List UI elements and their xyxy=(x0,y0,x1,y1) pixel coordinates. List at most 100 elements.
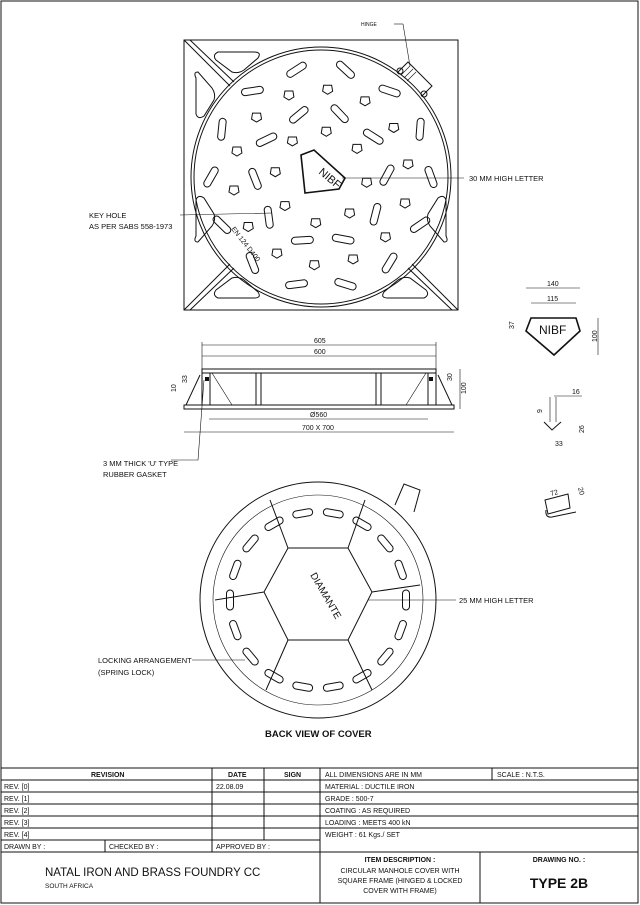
slot-hole xyxy=(415,117,425,141)
slot-hole xyxy=(409,216,431,233)
pentagon-hole xyxy=(347,254,359,265)
rib-slot xyxy=(322,681,344,692)
pentagon-hole xyxy=(310,218,322,229)
slot-hole xyxy=(381,252,398,274)
section-view: 605 600 Ø560 700 X 700 33 10 30 100 3 MM… xyxy=(103,338,468,479)
keyhole-label: KEY HOLE xyxy=(89,211,126,220)
sign-header: SIGN xyxy=(284,772,301,779)
item-desc-line1: CIRCULAR MANHOLE COVER WITH xyxy=(340,868,459,875)
keyhole-spec-label: AS PER SABS 558-1973 xyxy=(89,222,172,231)
checked-by: CHECKED BY : xyxy=(109,844,158,851)
cover-plate-section xyxy=(201,368,437,374)
pentagon-hole xyxy=(359,96,371,107)
letter-height-label: 30 MM HIGH LETTER xyxy=(469,174,544,183)
rib-slot xyxy=(322,508,344,519)
dim-100-logo: 100 xyxy=(592,330,599,342)
rib-slot xyxy=(264,516,284,532)
lug-detail: 72 20 xyxy=(544,487,585,518)
groove-detail: 16 9 26 33 xyxy=(537,389,586,448)
slot-hole xyxy=(240,85,264,97)
note-weight: WEIGHT : 61 Kgs./ SET xyxy=(325,832,401,839)
slot-hole xyxy=(286,61,307,78)
back-letter-label: 25 MM HIGH LETTER xyxy=(459,596,534,605)
slot-hole xyxy=(330,104,349,124)
rib-slot xyxy=(377,534,394,553)
slot-hole xyxy=(362,128,384,145)
pentagon-hole xyxy=(388,122,400,134)
pentagon-hole xyxy=(399,198,411,209)
item-desc-header: ITEM DESCRIPTION : xyxy=(365,857,436,864)
back-view-title: BACK VIEW OF COVER xyxy=(265,729,372,740)
slot-hole xyxy=(255,132,278,147)
dim-100: 100 xyxy=(461,382,468,394)
pentagon-hole xyxy=(231,146,243,157)
slot-hole xyxy=(290,235,314,245)
pentagon-hole xyxy=(269,167,281,178)
plan-view: NIBF EN 124 D400 HINGE 30 MM HIGH LETTER… xyxy=(89,22,544,311)
dim-10: 10 xyxy=(171,384,178,392)
slot-hole xyxy=(245,252,260,274)
rev-1: REV. [1] xyxy=(4,796,29,803)
pentagon-hole xyxy=(379,232,392,243)
dim-20: 20 xyxy=(576,487,585,496)
rib-slot xyxy=(292,508,314,519)
dim-33: 33 xyxy=(182,375,189,383)
dim-72: 72 xyxy=(550,489,559,498)
rib-slot xyxy=(352,668,372,684)
hinge-label: HINGE xyxy=(361,22,378,28)
rib-slot xyxy=(242,534,259,553)
note-material: MATERIAL : DUCTILE IRON xyxy=(325,784,414,791)
slot-hole xyxy=(212,215,232,234)
slot-hole xyxy=(378,84,401,98)
slot-hole xyxy=(248,167,262,190)
note-loading: LOADING : MEETS 400 kN xyxy=(325,820,411,827)
slot-hole xyxy=(424,165,438,189)
pentagon-hole xyxy=(271,248,283,259)
rib-slot xyxy=(377,647,394,666)
rib-slot xyxy=(352,516,372,532)
rev-0: REV. [0] xyxy=(4,784,29,791)
company-country: SOUTH AFRICA xyxy=(45,883,94,890)
hinge-lug xyxy=(397,61,433,97)
rib-slot xyxy=(292,681,314,692)
pentagon-hole xyxy=(361,177,373,188)
back-view: DIAMANTE 25 MM HIGH LETTER LOCKING ARRAN… xyxy=(98,481,534,740)
dim-700: 700 X 700 xyxy=(302,425,334,432)
rib-slot xyxy=(229,619,242,641)
date-header: DATE xyxy=(228,772,247,779)
pentagon-hole xyxy=(320,126,332,137)
locking-label: LOCKING ARRANGEMENT xyxy=(98,656,192,665)
ventilation-holes xyxy=(203,60,438,291)
rib-slot xyxy=(394,619,407,641)
brand-text: DIAMANTE xyxy=(307,571,343,622)
title-block: REVISION DATE SIGN ALL DIMENSIONS ARE IN… xyxy=(0,767,639,904)
note-grade: GRADE : 500-7 xyxy=(325,796,374,803)
item-desc-line2: SQUARE FRAME (HINGED & LOCKED xyxy=(338,878,463,885)
slot-hole xyxy=(369,203,382,226)
pentagon-hole xyxy=(286,136,298,147)
scale: SCALE : N.T.S. xyxy=(497,772,545,779)
slot-hole xyxy=(379,164,395,186)
rev-2: REV. [2] xyxy=(4,808,29,815)
pentagon-hole xyxy=(242,222,254,233)
pentagon-hole xyxy=(344,208,356,219)
pentagon-hole xyxy=(402,159,414,170)
dim-560: Ø560 xyxy=(310,412,327,419)
pentagon-hole xyxy=(308,260,320,271)
pentagon-hole xyxy=(250,112,263,123)
rev-3: REV. [3] xyxy=(4,820,29,827)
square-frame xyxy=(183,39,459,311)
slot-hole xyxy=(335,60,355,79)
rib-slot xyxy=(229,559,242,581)
drawing-number: TYPE 2B xyxy=(530,875,588,891)
item-desc-line3: COVER WITH FRAME) xyxy=(363,888,437,895)
dim-600: 600 xyxy=(314,349,326,356)
approved-by: APPROVED BY : xyxy=(216,844,270,851)
pentagon-hole xyxy=(279,201,291,212)
dim-30: 30 xyxy=(447,373,454,381)
standard-text: EN 124 D400 xyxy=(229,226,260,264)
rib-slot xyxy=(394,559,407,581)
slot-hole xyxy=(289,106,309,124)
gasket-material-label: RUBBER GASKET xyxy=(103,470,167,479)
